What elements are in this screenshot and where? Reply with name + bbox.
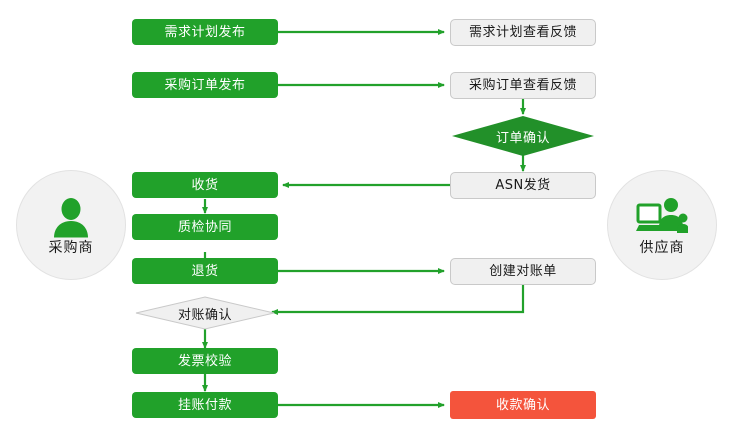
actor-buyer-label: 采购商 (48, 239, 94, 256)
person-icon (54, 197, 88, 237)
node-quality-collab[interactable]: 质检协同 (132, 214, 278, 240)
actor-buyer[interactable]: 采购商 (16, 170, 126, 280)
edge-statement-to-statement-confirm (271, 285, 525, 316)
node-demand-plan-feedback[interactable]: 需求计划查看反馈 (450, 19, 596, 46)
node-pending-payment[interactable]: 挂账付款 (132, 392, 278, 418)
node-statement-confirm-label: 对账确认 (177, 307, 232, 323)
node-asn-ship[interactable]: ASN发货 (450, 172, 596, 199)
node-receive-goods[interactable]: 收货 (132, 172, 278, 198)
actor-supplier[interactable]: 供应商 (607, 170, 717, 280)
person-at-computer-icon (636, 197, 688, 233)
node-po-feedback[interactable]: 采购订单查看反馈 (450, 72, 596, 99)
node-invoice-check[interactable]: 发票校验 (132, 348, 278, 374)
node-statement-confirm[interactable]: 对账确认 (135, 296, 275, 330)
node-demand-plan-publish[interactable]: 需求计划发布 (132, 19, 278, 45)
node-receipt-confirm[interactable]: 收款确认 (450, 391, 596, 419)
node-create-statement[interactable]: 创建对账单 (450, 258, 596, 285)
node-po-publish[interactable]: 采购订单发布 (132, 72, 278, 98)
node-order-confirm[interactable]: 订单确认 (452, 116, 594, 156)
actor-supplier-label: 供应商 (639, 239, 685, 256)
node-return-goods[interactable]: 退货 (132, 258, 278, 284)
node-order-confirm-label: 订单确认 (495, 130, 550, 146)
